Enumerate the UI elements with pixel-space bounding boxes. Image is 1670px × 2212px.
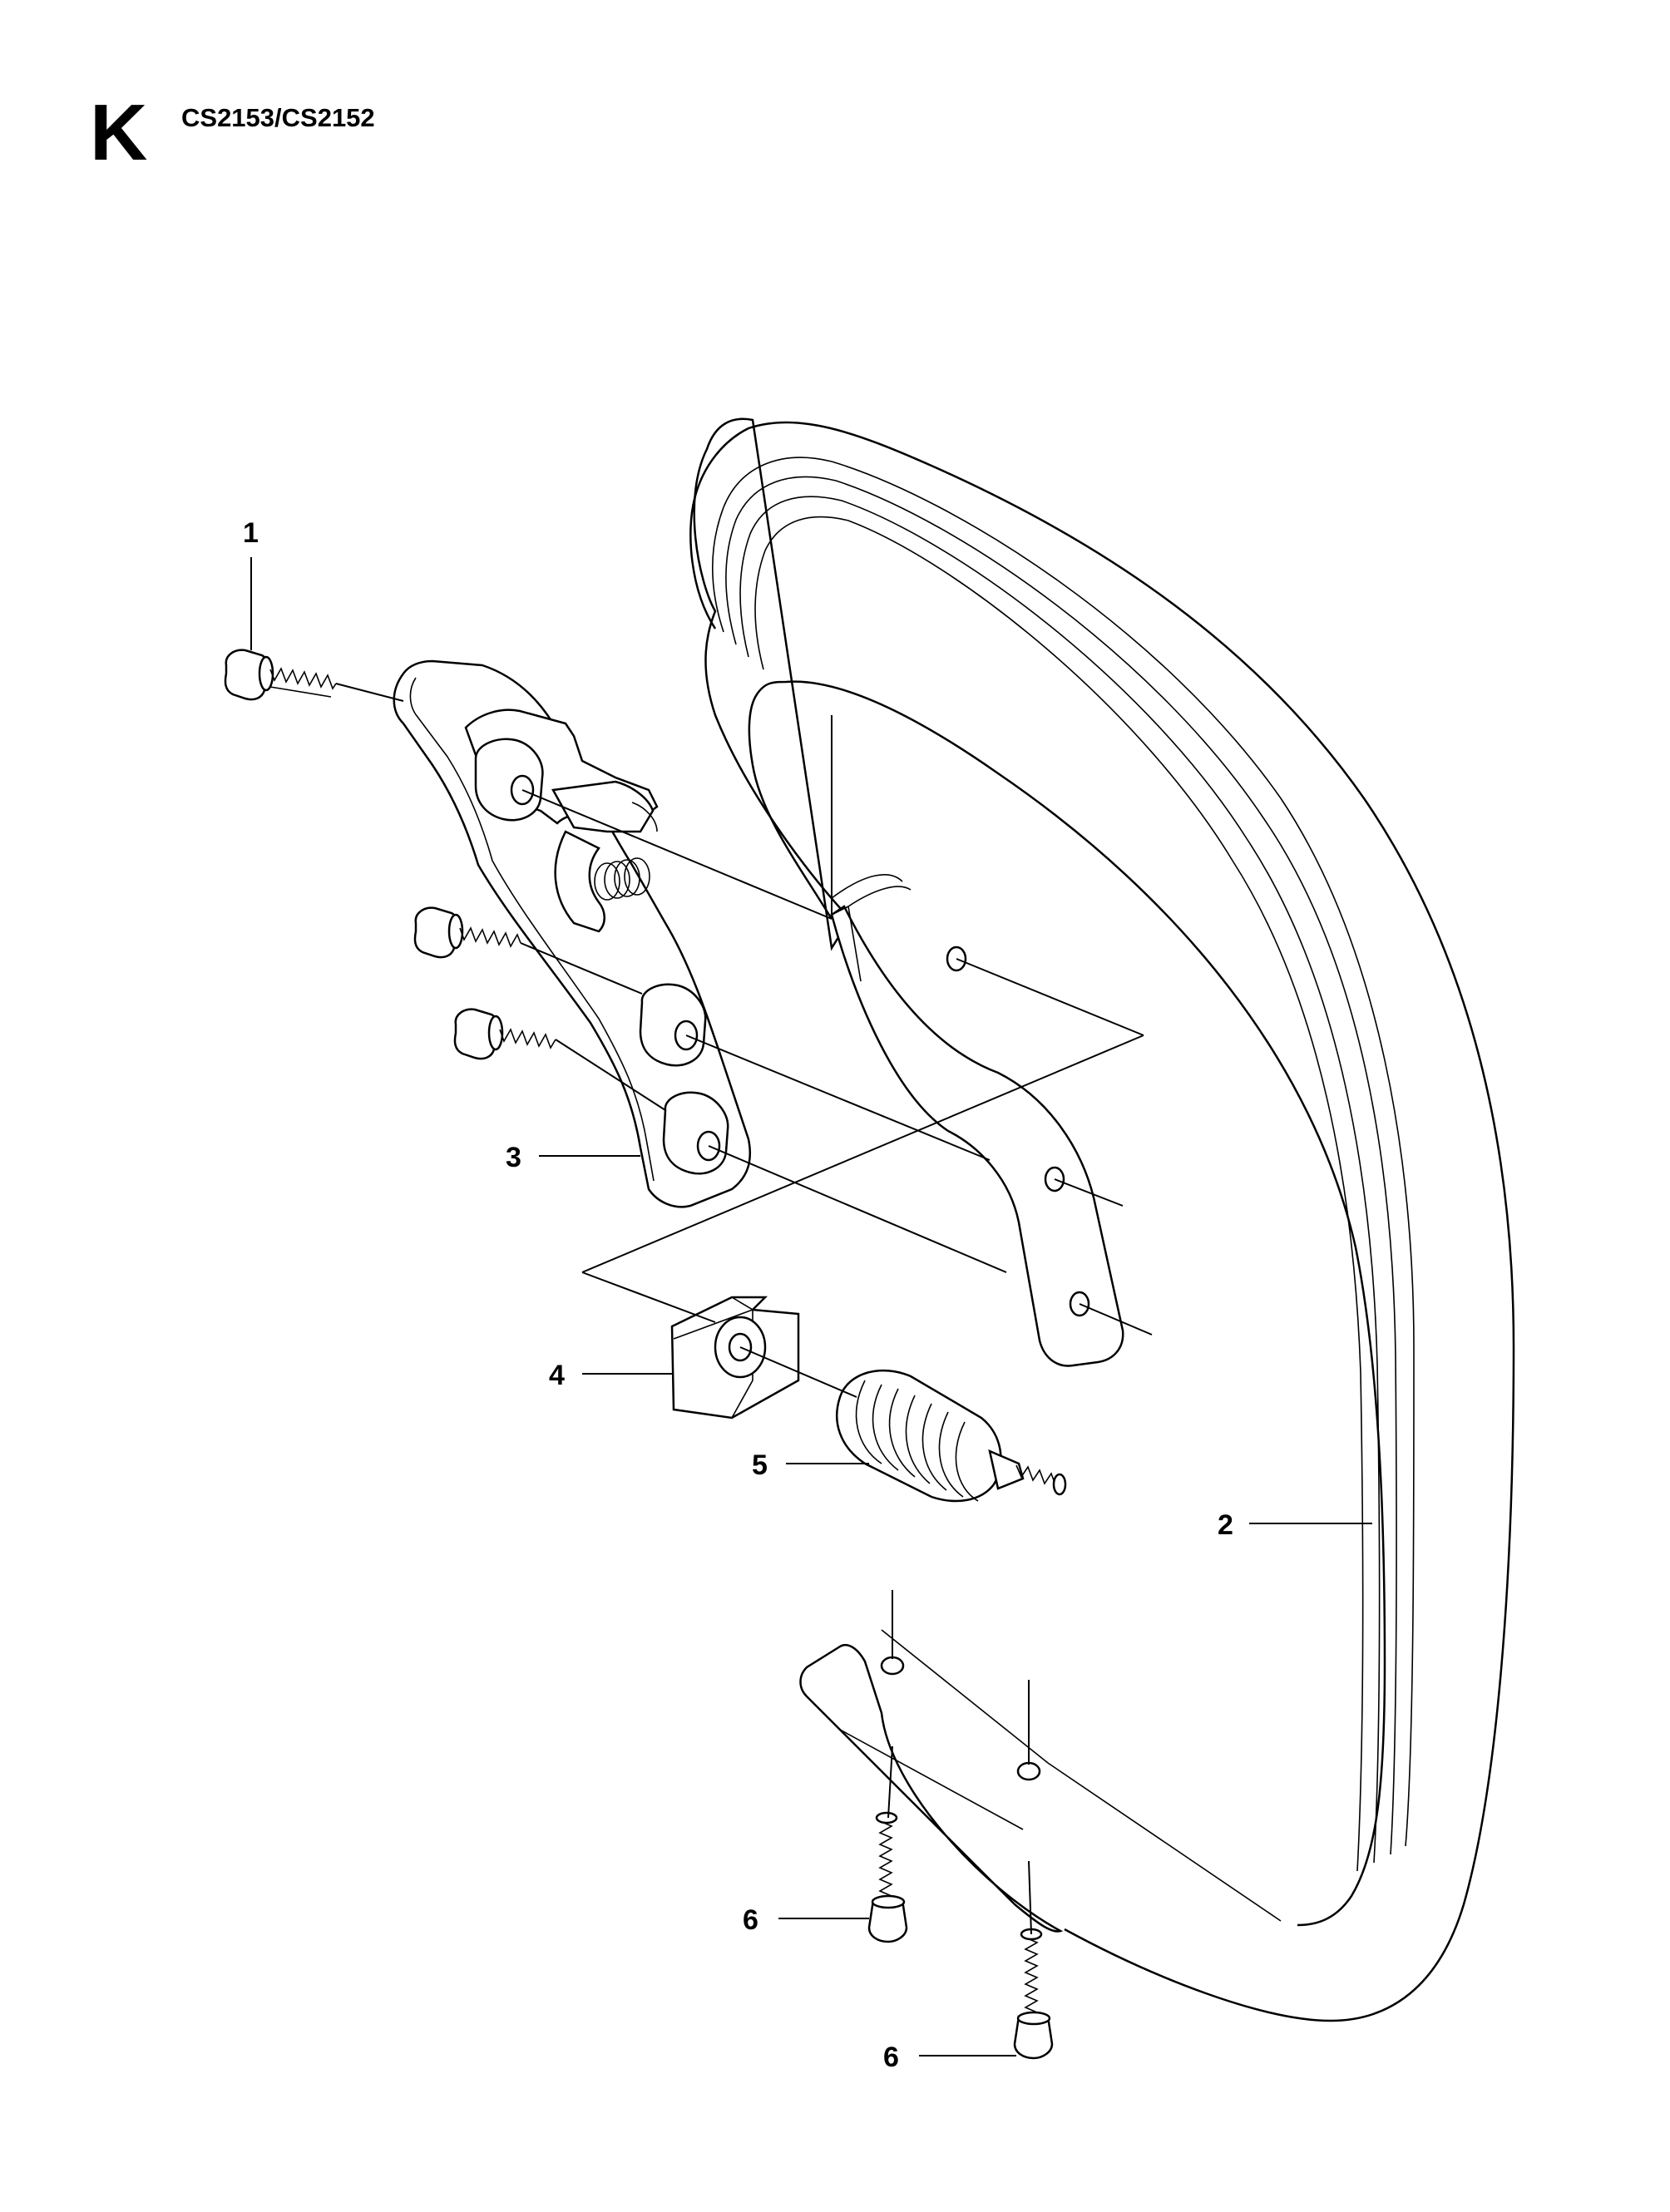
callout-5: 5	[752, 1449, 768, 1481]
coil-spring-detail	[594, 857, 650, 901]
screw-part-1	[224, 649, 337, 701]
screw-lower-mid	[453, 1008, 556, 1060]
callout-leaders	[250, 557, 1372, 2056]
rubber-block-part-4	[670, 1296, 800, 1420]
screw-upper-mid	[413, 906, 521, 959]
av-spring-part-5	[836, 1369, 1067, 1503]
callout-labels: 1 2 3 4 5 6 6	[243, 517, 1233, 2073]
screw-part-6-left	[867, 1811, 908, 1943]
section-letter: K	[90, 88, 148, 177]
callout-1: 1	[243, 517, 259, 549]
callout-2: 2	[1218, 1509, 1233, 1541]
callout-3: 3	[506, 1142, 521, 1173]
callout-6b: 6	[883, 2042, 899, 2073]
screw-part-6-right	[1013, 1928, 1054, 2060]
callout-4: 4	[549, 1360, 565, 1391]
callout-6a: 6	[743, 1904, 758, 1936]
front-handle-part-2	[689, 417, 1515, 2022]
assembly-lines	[335, 683, 1153, 1935]
model-label: CS2153/CS2152	[181, 103, 375, 132]
